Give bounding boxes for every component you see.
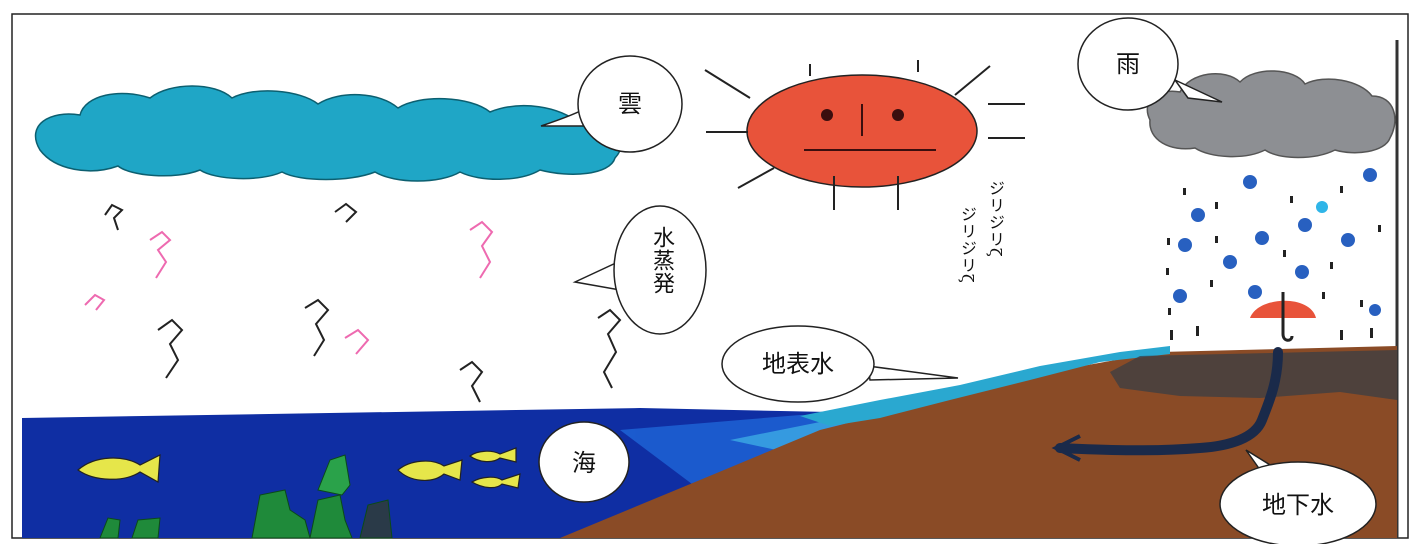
label-surface-water: 地表水 <box>762 350 834 378</box>
sun-eye-left <box>821 109 833 121</box>
cloud <box>34 85 622 182</box>
rain-cloud <box>1146 70 1396 159</box>
groundwater-arrowhead <box>1051 434 1081 462</box>
rain-drops <box>1166 168 1381 340</box>
callout-rain: 雨 <box>1077 17 1223 111</box>
label-sea: 海 <box>572 449 596 477</box>
callout-cloud: 雲 <box>540 55 683 153</box>
vapor-squiggles <box>84 202 622 403</box>
callout-sea: 海 <box>538 421 630 503</box>
fish-1 <box>77 453 161 483</box>
callout-vapor <box>572 205 707 335</box>
label-groundwater: 地下水 <box>1262 491 1334 519</box>
fish-4 <box>470 473 521 489</box>
sun <box>704 60 1025 210</box>
seaweed <box>99 454 393 539</box>
sun-sound-text-2: ジリジリζ <box>958 206 977 284</box>
groundwater-path <box>1055 347 1283 456</box>
callout-groundwater: 地下水 <box>1219 449 1377 544</box>
umbrella-icon <box>1250 292 1316 342</box>
fish <box>77 447 521 489</box>
sun-eye-right <box>892 109 904 121</box>
label-cloud: 雲 <box>618 90 642 118</box>
label-rain: 雨 <box>1116 50 1140 78</box>
surface-water <box>800 346 1170 426</box>
callout-surface-water: 地表水 <box>721 325 959 403</box>
soil-texture <box>1110 350 1397 400</box>
sun-rays <box>704 60 1025 210</box>
fish-3 <box>468 447 517 463</box>
sun-sound-text-1: ジリジリζ <box>986 180 1005 258</box>
fish-2 <box>397 459 463 481</box>
label-vapor: 水蒸発 <box>649 226 674 295</box>
